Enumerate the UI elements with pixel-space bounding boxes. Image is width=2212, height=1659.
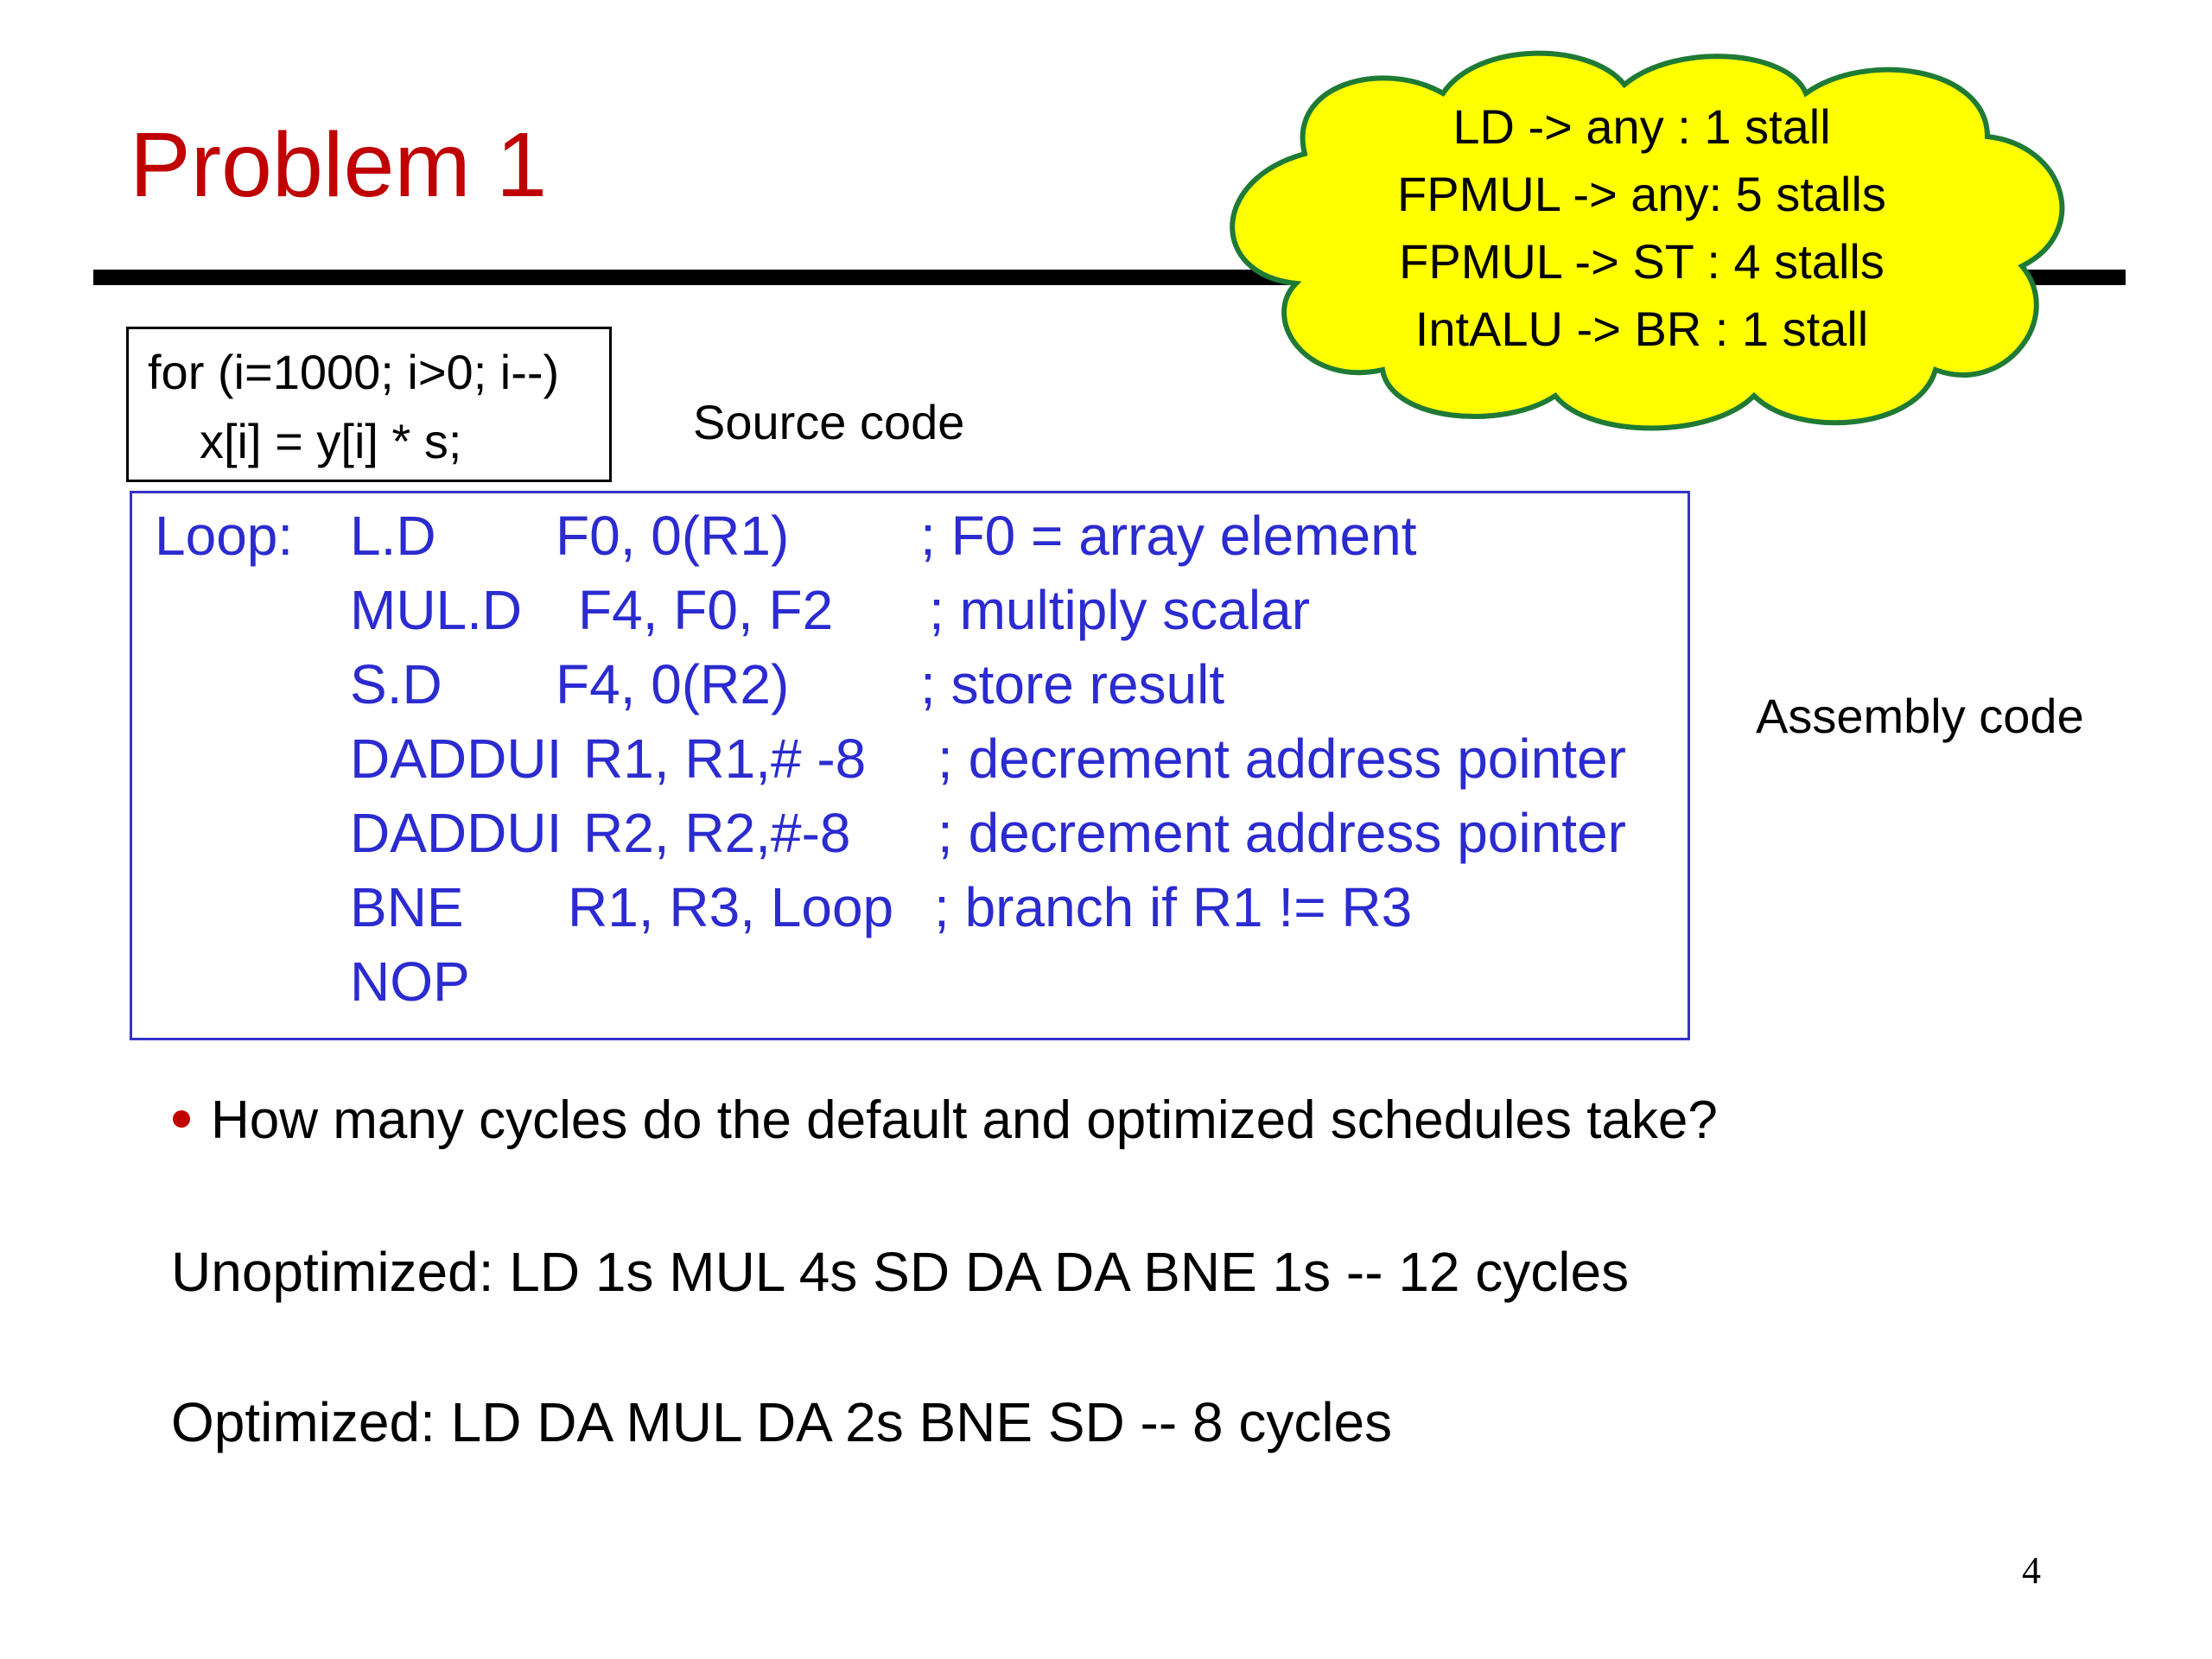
- asm-args: F0, 0(R1): [556, 505, 790, 567]
- asm-comment: ; branch if R1 != R3: [934, 876, 1413, 938]
- source-line: x[i] = y[i] * s;: [200, 414, 462, 468]
- assembly-row: MUL.D F4, F0, F2 ; multiply scalar: [132, 573, 1688, 647]
- asm-comment: ; decrement address pointer: [938, 728, 1626, 790]
- stall-rule: IntALU -> BR : 1 stall: [1414, 302, 1869, 356]
- cloud-shape: [1230, 50, 2065, 431]
- asm-op: NOP: [350, 950, 470, 1013]
- asm-op: DADDUI: [350, 802, 563, 864]
- asm-label: Loop:: [155, 505, 294, 567]
- asm-comment: ; decrement address pointer: [938, 802, 1626, 864]
- stall-rules-callout: LD -> any : 1 stall FPMUL -> any: 5 stal…: [1192, 33, 2108, 439]
- assembly-row: DADDUI R1, R1,# -8 ; decrement address p…: [132, 721, 1688, 796]
- asm-op: DADDUI: [350, 728, 563, 790]
- bullet-icon: [173, 1109, 190, 1128]
- asm-op: BNE: [350, 876, 464, 938]
- assembly-row: NOP: [132, 944, 1688, 1019]
- source-code-label: Source code: [693, 395, 965, 449]
- asm-op: L.D: [350, 505, 436, 567]
- stall-rule: LD -> any : 1 stall: [1452, 99, 1831, 154]
- asm-args: F4, 0(R2): [556, 653, 790, 715]
- asm-args: R1, R3, Loop: [568, 876, 894, 938]
- asm-comment: ; store result: [920, 653, 1225, 715]
- assembly-row: S.D F4, 0(R2) ; store result: [132, 647, 1688, 721]
- assembly-row: Loop: L.D F0, 0(R1) ; F0 = array element: [132, 499, 1688, 573]
- assembly-code-box: Loop: L.D F0, 0(R1) ; F0 = array element…: [130, 491, 1690, 1040]
- optimized-answer: Optimized: LD DA MUL DA 2s BNE SD -- 8 c…: [171, 1391, 1393, 1453]
- asm-op: MUL.D: [350, 579, 523, 641]
- assembly-code-label: Assembly code: [1756, 689, 2084, 743]
- asm-comment: ; F0 = array element: [920, 505, 1417, 567]
- assembly-row: DADDUI R2, R2,#-8 ; decrement address po…: [132, 796, 1688, 870]
- stall-rule: FPMUL -> ST : 4 stalls: [1399, 234, 1885, 289]
- asm-args: R1, R1,# -8: [583, 728, 867, 790]
- question-text: How many cycles do the default and optim…: [211, 1090, 1718, 1150]
- asm-op: S.D: [350, 653, 442, 715]
- asm-args: F4, F0, F2: [578, 579, 834, 641]
- question-bullet: How many cycles do the default and optim…: [173, 1094, 1718, 1147]
- slide-title: Problem 1: [130, 114, 548, 216]
- unoptimized-answer: Unoptimized: LD 1s MUL 4s SD DA DA BNE 1…: [171, 1241, 1630, 1303]
- assembly-row: BNE R1, R3, Loop ; branch if R1 != R3: [132, 870, 1688, 944]
- source-code-box: for (i=1000; i>0; i--) x[i] = y[i] * s;: [126, 327, 612, 482]
- asm-args: R2, R2,#-8: [583, 802, 851, 864]
- asm-comment: ; multiply scalar: [929, 579, 1310, 641]
- stall-rule: FPMUL -> any: 5 stalls: [1397, 167, 1886, 221]
- page-number: 4: [2022, 1549, 2041, 1592]
- source-line: for (i=1000; i>0; i--): [148, 345, 560, 399]
